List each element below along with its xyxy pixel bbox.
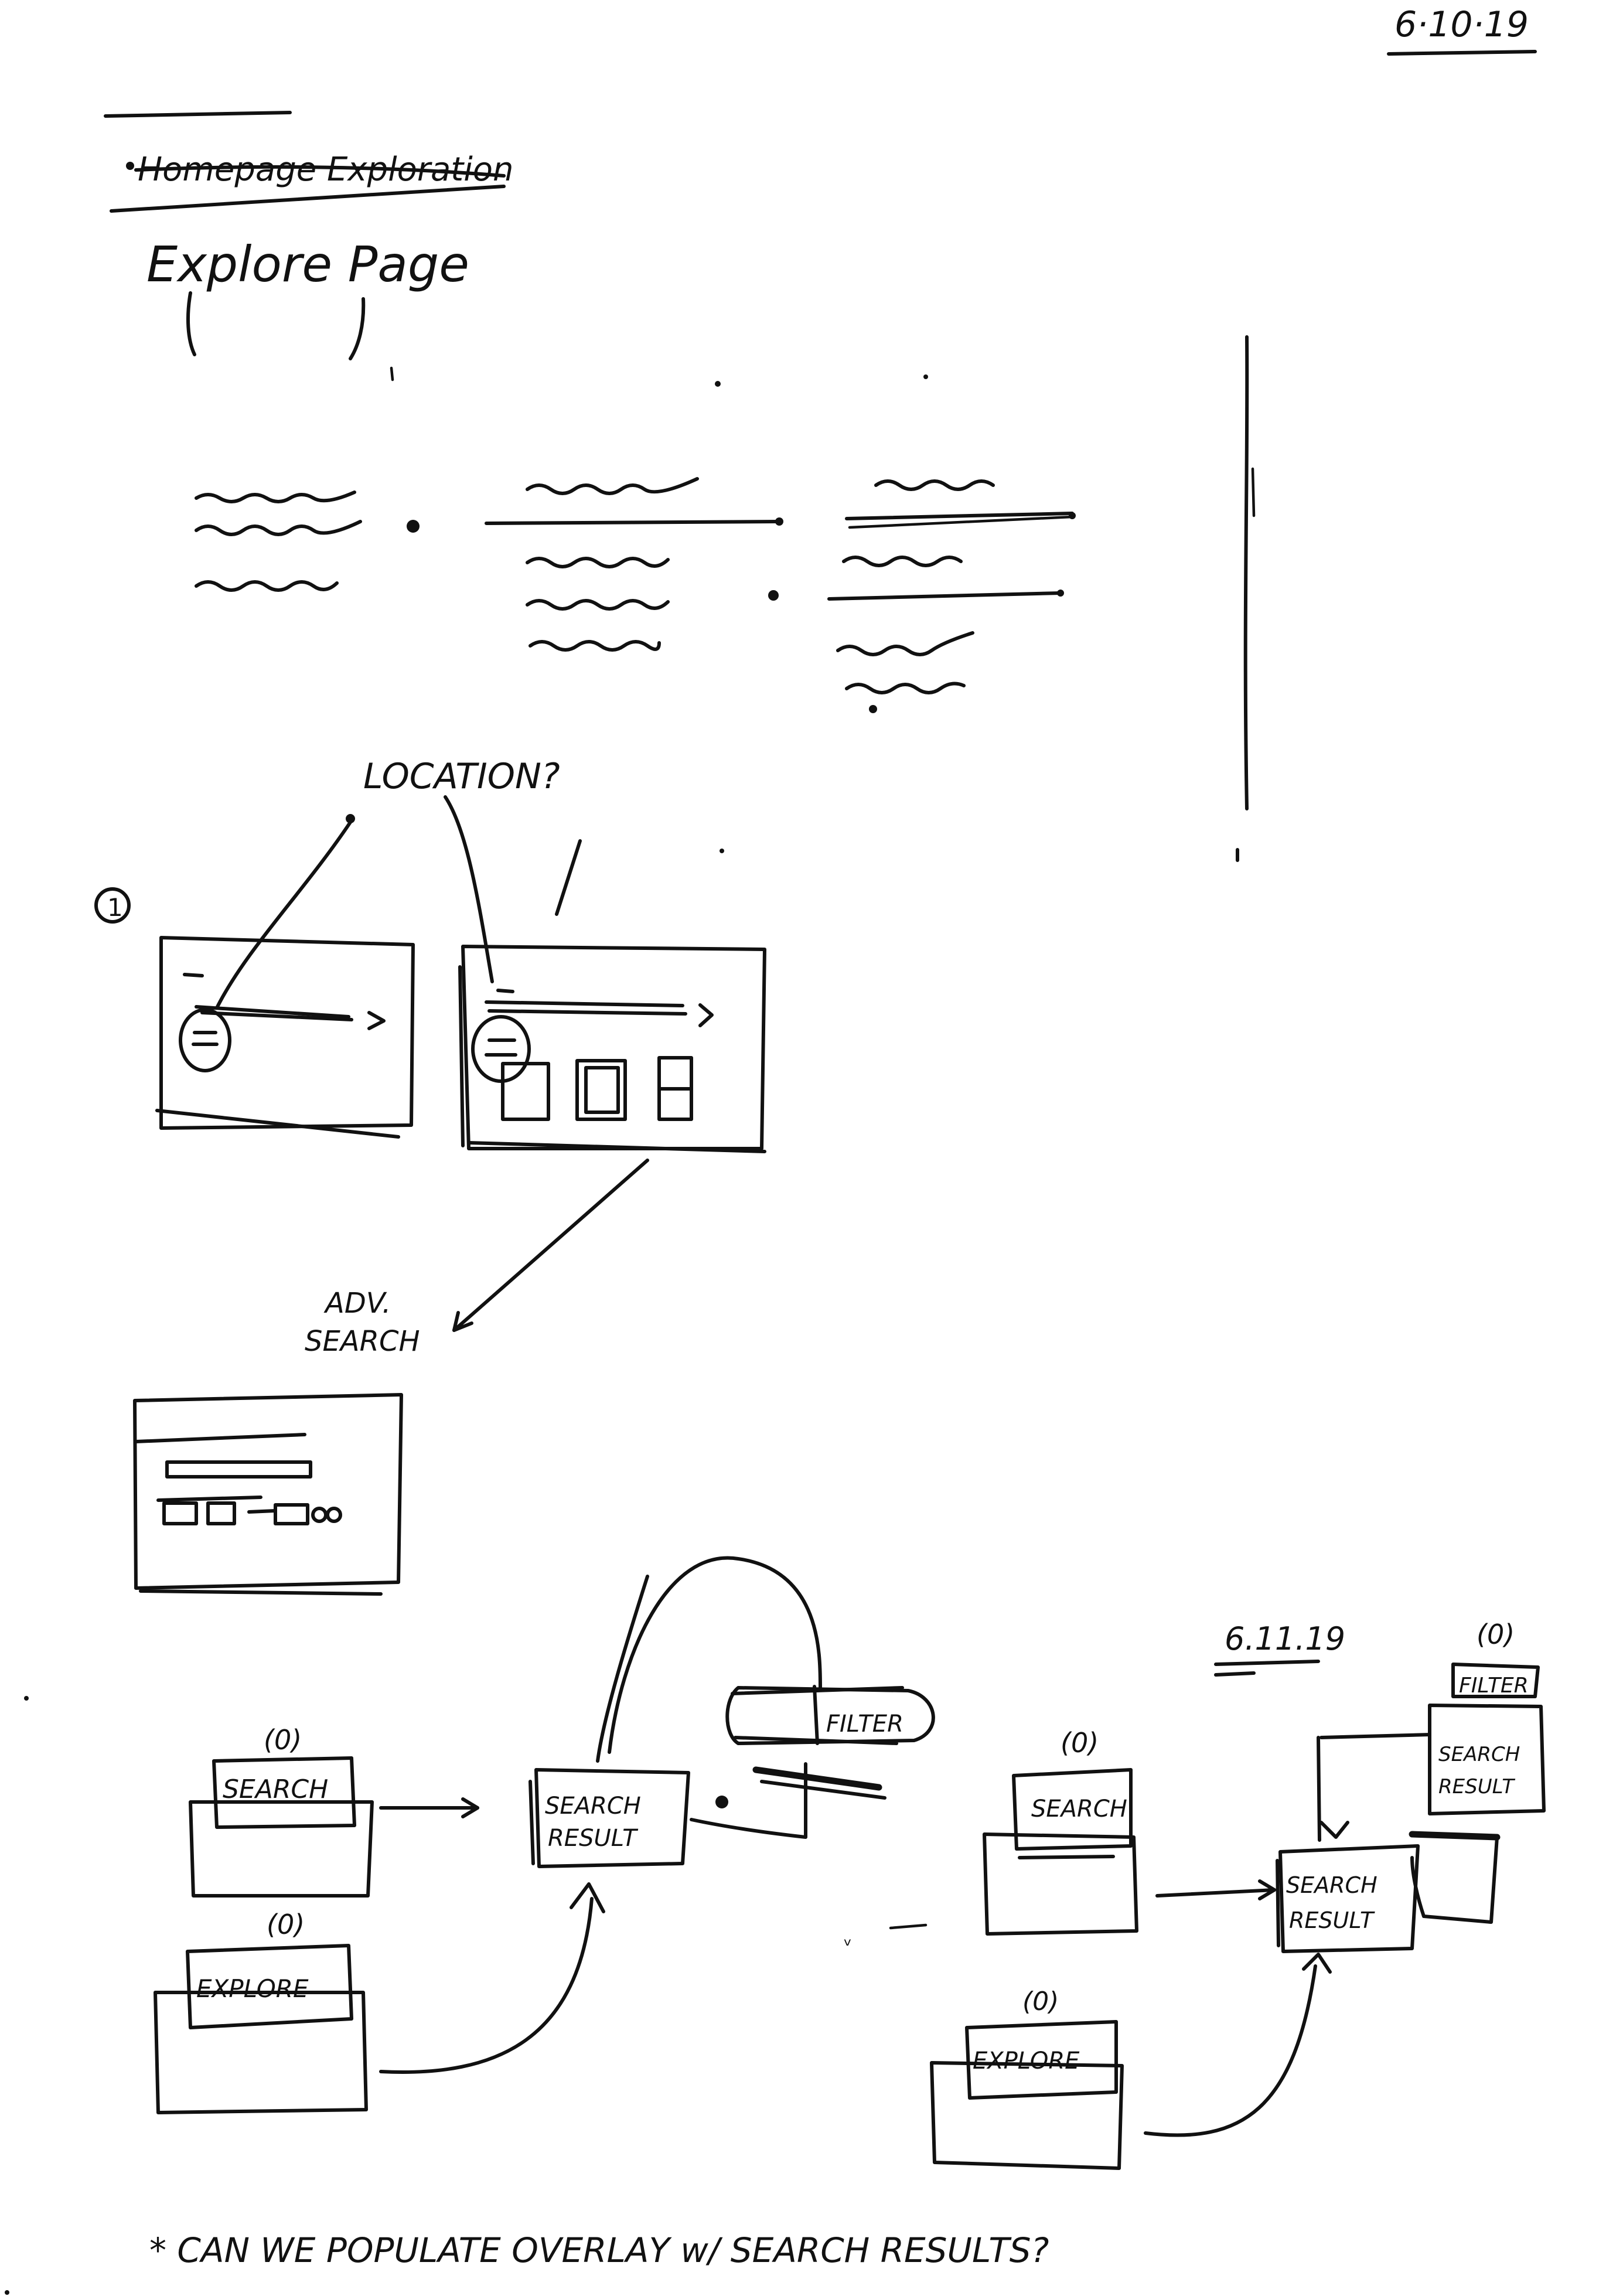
flow-a-arrow-explore xyxy=(379,1897,594,2074)
stray-mark: ᵥ xyxy=(844,1927,852,1951)
strike-line-2 xyxy=(110,185,506,213)
flow-b-search-label: SEARCH xyxy=(1031,1796,1127,1823)
scribble-block-2 xyxy=(485,477,783,652)
flow-a-bar xyxy=(752,1766,882,1791)
bracket-left xyxy=(186,291,196,356)
stray-dot xyxy=(715,381,721,387)
flow-b-filter-stack: FILTER SEARCH RESULT xyxy=(1428,1663,1546,1815)
flow-b-explore-label: EXPLORE xyxy=(973,2048,1080,2074)
flow-a-search-label: SEARCH xyxy=(223,1774,328,1804)
flow-b-explore-card: EXPLORE xyxy=(930,2020,1124,2170)
stray-dot xyxy=(24,1696,29,1701)
tick-mark xyxy=(390,366,394,381)
stray-dot xyxy=(720,849,724,853)
flow-b-search-count: (0) xyxy=(1061,1727,1099,1759)
vertical-divider xyxy=(1243,335,1249,810)
stray-dot xyxy=(5,2290,9,2295)
flow-b-result-label-1: SEARCH xyxy=(1286,1872,1377,1898)
divider-mark xyxy=(1251,467,1256,517)
flow-b-overlay-label-2: RESULT xyxy=(1438,1775,1515,1798)
flow-a-result-label-1: SEARCH xyxy=(545,1793,641,1820)
flow-a-explore-count: (0) xyxy=(267,1909,305,1940)
flow-b-arrowhead xyxy=(1258,1879,1276,1900)
strike-line-1 xyxy=(134,165,506,178)
flow-a-loop-arrow xyxy=(596,1575,649,1763)
flow-a-search-count: (0) xyxy=(264,1724,302,1756)
adv-search-label-2: SEARCH xyxy=(305,1325,420,1358)
flow-b-explore-count: (0) xyxy=(1022,1987,1059,2016)
panel-number: 1 xyxy=(107,893,123,922)
connector-dot xyxy=(715,1796,728,1808)
flow-b-date-underline xyxy=(1214,1671,1256,1677)
time-underline xyxy=(104,111,292,118)
flow-b-search-card: SEARCH xyxy=(983,1768,1138,1936)
flow-b-overlay-frame xyxy=(1317,1736,1321,1842)
footer-question: * CAN WE POPULATE OVERLAY w/ SEARCH RESU… xyxy=(149,2230,1049,2270)
flow-a-result-card: SEARCH RESULT xyxy=(529,1768,690,1868)
flow-a-search-card: SEARCH xyxy=(189,1756,374,1898)
page-date: 6·10·19 xyxy=(1394,4,1529,45)
flow-b-overlay-frame xyxy=(1319,1733,1431,1739)
adv-search-label-1: ADV. xyxy=(323,1287,391,1320)
scribble-block-1 xyxy=(195,490,362,592)
flow-b-result-label-2: RESULT xyxy=(1289,1907,1375,1933)
flow-a-filter-label: FILTER xyxy=(826,1711,903,1738)
wireframe-location-a xyxy=(155,936,415,1139)
date-underline xyxy=(1387,50,1537,56)
flow-b-date: 6.11.19 xyxy=(1225,1620,1345,1657)
bracket-right xyxy=(349,297,366,360)
flow-b-date-underline xyxy=(1214,1660,1320,1666)
sketch-stroke xyxy=(889,1923,928,1930)
flow-b: 6.11.19 (0) FILTER SEARCH RESULT (0) SEA… xyxy=(930,1619,1546,2170)
flow-b-arrowhead xyxy=(1319,1821,1349,1839)
pointer-dot xyxy=(346,814,355,823)
flow-a: (0) SEARCH (0) EXPLORE SEARCH RESULT xyxy=(154,1556,935,2114)
struck-title: Homepage Exploration xyxy=(138,151,514,189)
flow-b-bar xyxy=(1409,1831,1501,1841)
flow-a-arrowhead xyxy=(461,1797,479,1818)
stray-dot xyxy=(923,374,928,379)
adv-search-arrow xyxy=(452,1159,649,1332)
adv-search-arrowhead xyxy=(452,1311,473,1332)
location-pointer xyxy=(215,819,353,1010)
flow-b-arrowhead xyxy=(1302,1953,1332,1974)
flow-b-arrow-search xyxy=(1155,1888,1276,1898)
flow-b-overlay-connector xyxy=(1410,1835,1499,1924)
bullet-dot xyxy=(126,162,134,170)
flow-a-result-label-2: RESULT xyxy=(548,1825,639,1852)
bullet-dot xyxy=(407,520,420,533)
wireframe-adv-search xyxy=(133,1393,403,1596)
flow-a-arrowhead xyxy=(570,1882,605,1913)
location-pointer xyxy=(444,795,494,983)
flow-b-filter-count: (0) xyxy=(1477,1619,1515,1650)
flow-a-explore-card: EXPLORE xyxy=(154,1944,368,2114)
wireframe-location-b xyxy=(458,945,766,1153)
sketch-stroke xyxy=(555,839,582,916)
flow-b-arrow-explore xyxy=(1144,1964,1317,2137)
flow-b-filter-label: FILTER xyxy=(1459,1674,1529,1698)
panel-number-circle xyxy=(94,887,131,924)
flow-a-loop xyxy=(608,1556,822,1754)
flow-a-filter-pill: FILTER xyxy=(725,1685,935,1745)
flow-b-overlay-label-1: SEARCH xyxy=(1438,1743,1520,1766)
page-title: Explore Page xyxy=(146,236,469,293)
flow-b-result-card: SEARCH RESULT xyxy=(1276,1844,1420,1953)
location-note: LOCATION? xyxy=(363,756,560,797)
scribble-block-3 xyxy=(827,479,1076,713)
flow-a-explore-label: EXPLORE xyxy=(196,1974,309,2003)
flow-a-connector xyxy=(690,1762,807,1839)
flow-a-bar xyxy=(760,1780,886,1800)
